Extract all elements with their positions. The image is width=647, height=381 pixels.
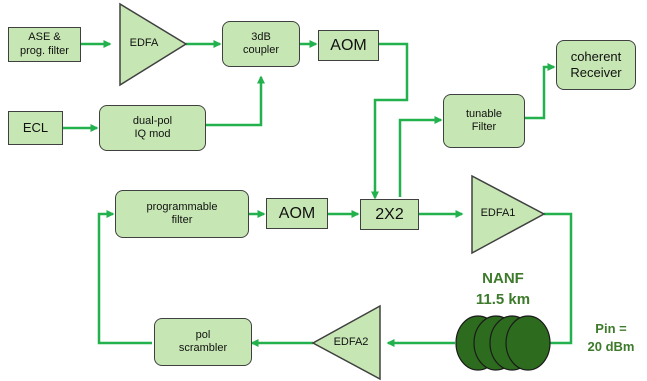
coupler-label: 3dB coupler: [242, 30, 280, 56]
edfa1-amplifier: [471, 174, 546, 255]
edfa-top-amplifier: [119, 2, 188, 87]
wire-filter-rx: [525, 63, 556, 120]
programmable-filter-label: programmable filter: [146, 200, 218, 226]
pol-scrambler-box: pol scrambler: [154, 318, 252, 366]
aom-loop-label: AOM: [278, 204, 316, 222]
edfa2-label: EDFA2: [333, 336, 369, 348]
fiber-name: NANF: [482, 270, 524, 287]
edfa2-amplifier: [311, 304, 381, 381]
switch-2x2-box: 2X2: [360, 199, 419, 230]
switch-2x2-label: 2X2: [375, 205, 404, 223]
coherent-receiver-box: coherent Receiver: [556, 40, 636, 90]
ase-source-label: ASE & prog. filter: [20, 31, 69, 57]
launch-power-note: Pin = 20 dBm: [587, 321, 635, 354]
fiber-length: 11.5 km: [475, 291, 531, 308]
fiber-disc-4: [505, 315, 551, 371]
wire-pol-progfilter: [97, 210, 152, 345]
iq-mod-label: dual-pol IQ mod: [132, 114, 173, 140]
iq-mod-box: dual-pol IQ mod: [99, 105, 206, 151]
ecl-box: ECL: [8, 111, 63, 145]
pol-scrambler-label: pol scrambler: [178, 328, 228, 354]
wire-2x2-filter: [398, 116, 443, 197]
ecl-label: ECL: [22, 120, 49, 136]
wire-iq-coupler: [206, 75, 265, 127]
coupler-box: 3dB coupler: [222, 21, 300, 67]
tunable-filter-label: tunable Filter: [465, 107, 503, 133]
aom-top-box: AOM: [318, 30, 379, 61]
ase-source-box: ASE & prog. filter: [8, 27, 81, 62]
aom-loop-box: AOM: [266, 198, 328, 229]
edfa1-label: EDFA1: [480, 207, 516, 219]
wire-aom-2x2: [371, 42, 409, 200]
wire-edfa1-fiber: [542, 212, 573, 347]
coherent-receiver-label: coherent Receiver: [570, 49, 622, 80]
aom-top-label: AOM: [330, 36, 367, 54]
programmable-filter-box: programmable filter: [115, 190, 249, 238]
tunable-filter-box: tunable Filter: [443, 94, 525, 148]
edfa-top-label: EDFA: [129, 37, 159, 49]
